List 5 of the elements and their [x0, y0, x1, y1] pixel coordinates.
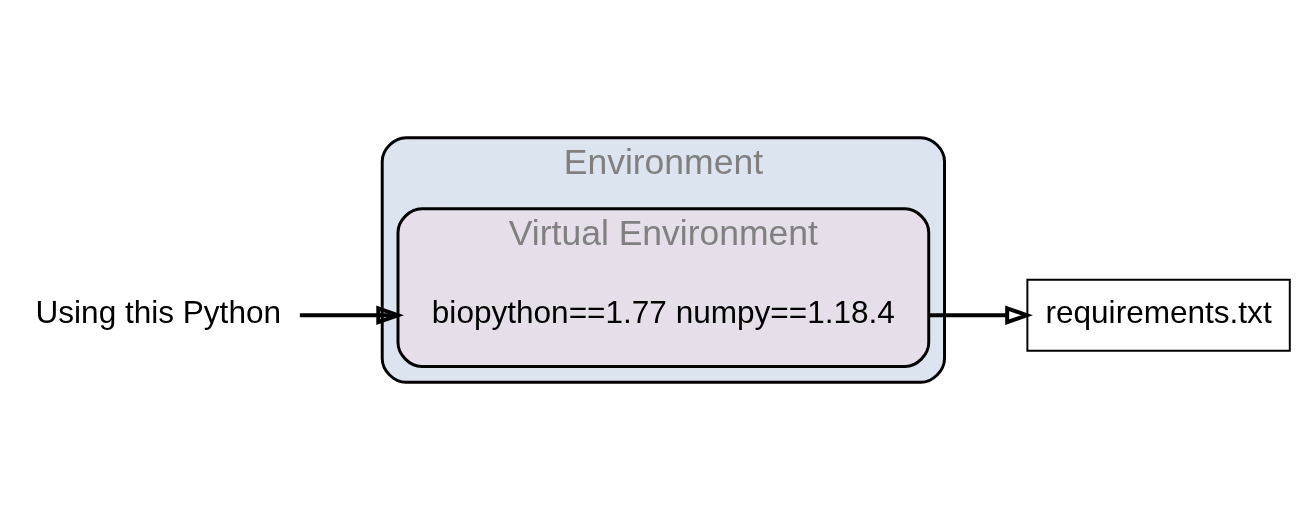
- arrow: [299, 305, 404, 325]
- node-box: requirements.txt: [1026, 278, 1291, 352]
- node-text: Using this Python: [35, 293, 282, 330]
- arrow: [928, 305, 1033, 325]
- node-text: biopython==1.77 numpy==1.18.4: [431, 293, 895, 330]
